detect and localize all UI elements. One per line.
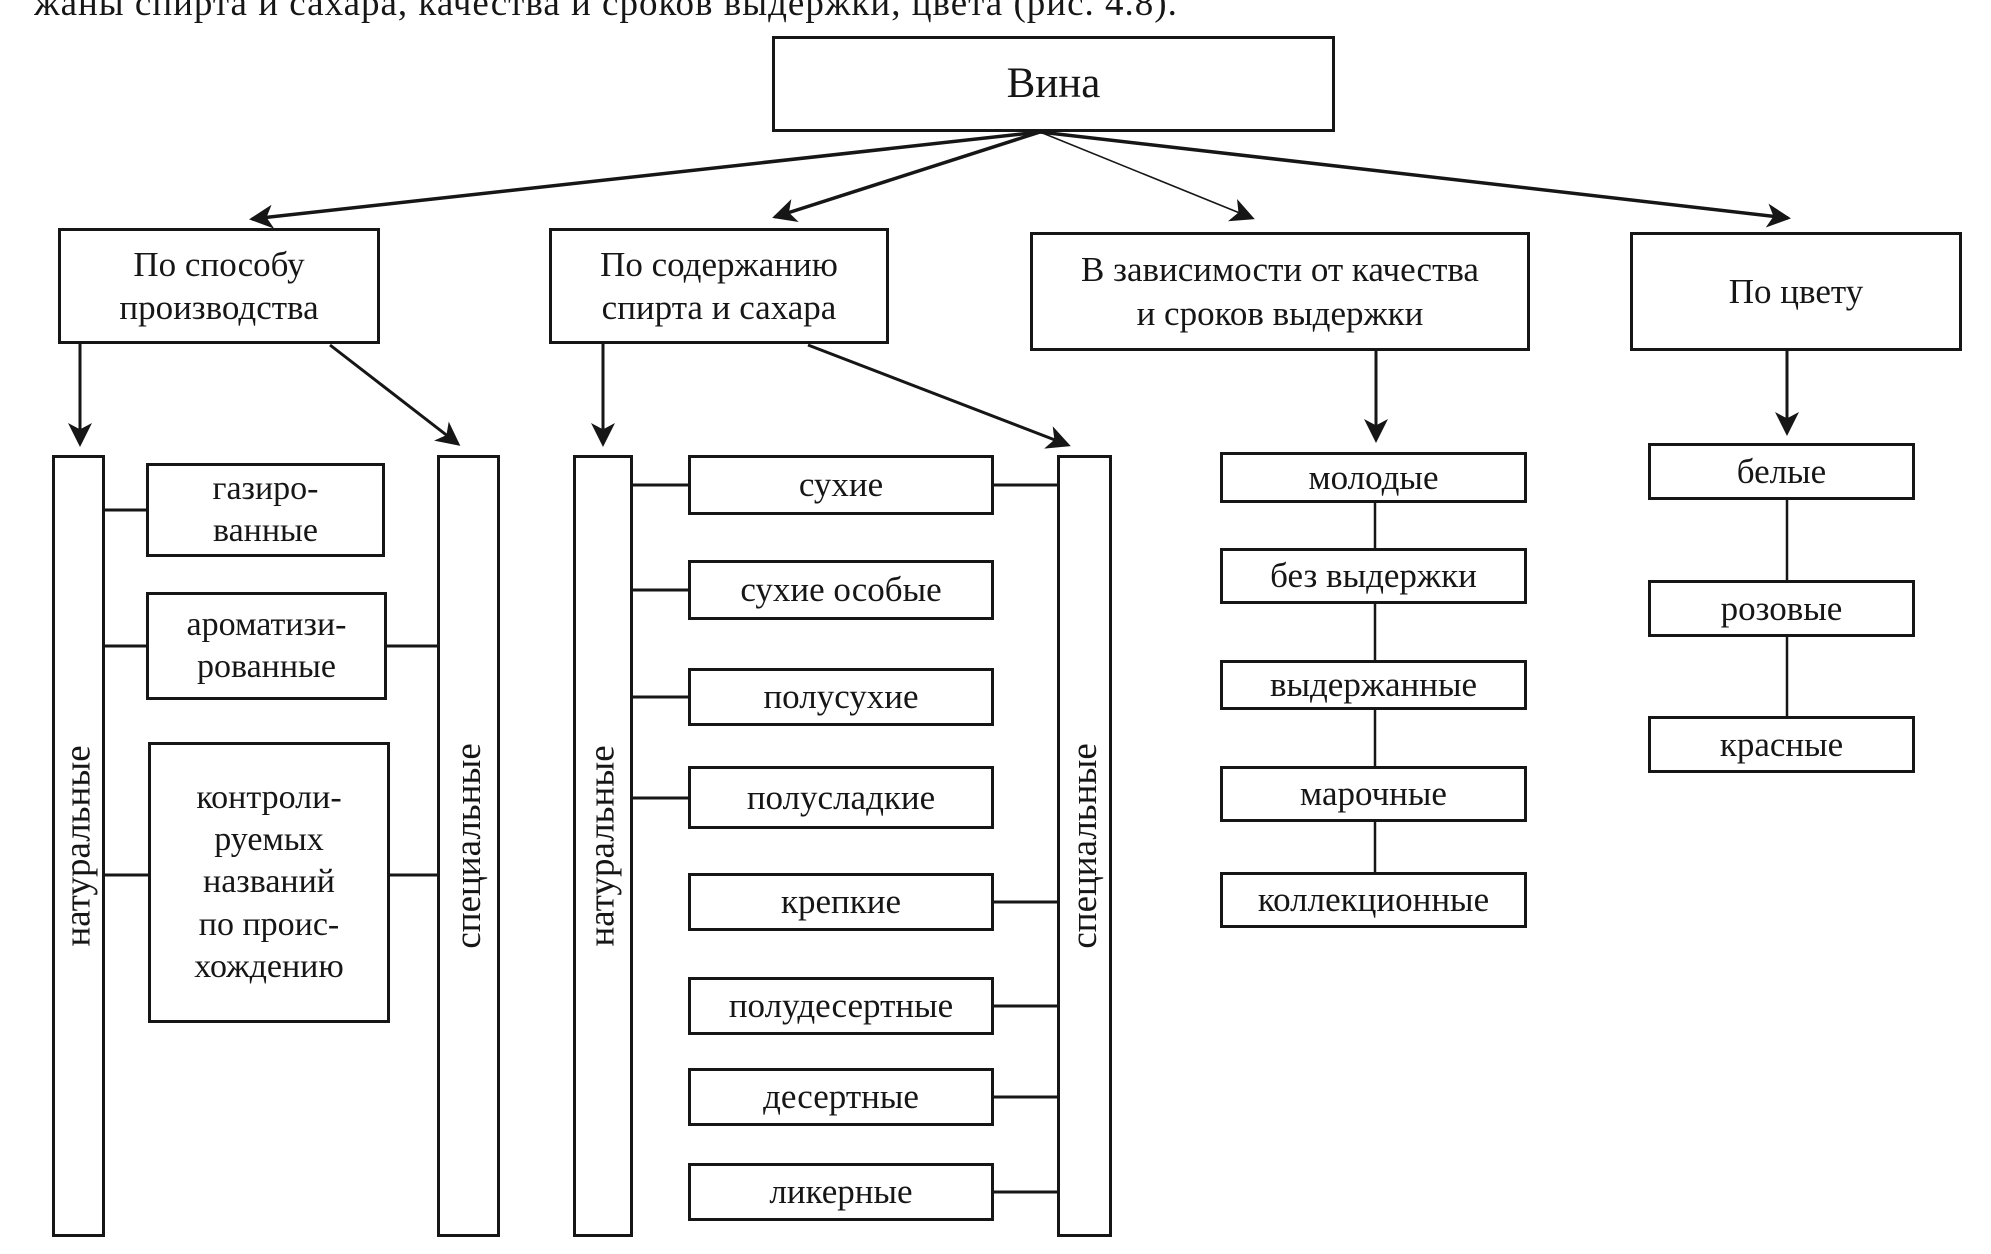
node-likernye-label: ликерные <box>769 1172 913 1212</box>
header-color: По цвету <box>1630 232 1962 351</box>
node-suhie-osobye-label: сухие особые <box>740 570 942 610</box>
node-rozovye: розовые <box>1648 580 1915 637</box>
header-color-label: По цвету <box>1728 271 1864 311</box>
node-vyderzhannye-label: выдержанные <box>1269 665 1478 705</box>
node-aromatizirovannye: ароматизи- рованные <box>146 592 387 700</box>
node-kollekcionnye: коллекционные <box>1220 872 1527 928</box>
node-vina: Вина <box>772 36 1335 132</box>
node-desertnye-label: десертные <box>763 1077 919 1117</box>
bar-special-2-label: специальные <box>1063 743 1105 949</box>
node-kollekcionnye-label: коллекционные <box>1257 880 1490 920</box>
bar-natural-2: натуральные <box>573 455 633 1237</box>
node-marochnye: марочные <box>1220 766 1527 822</box>
node-molodye: молодые <box>1220 452 1527 503</box>
node-aromatizirovannye-label: ароматизи- рованные <box>186 605 347 685</box>
bar-special-1-label: специальные <box>447 743 489 949</box>
node-suhie: сухие <box>688 455 994 515</box>
bar-special-1: специальные <box>437 455 500 1237</box>
node-vina-label: Вина <box>1006 60 1101 108</box>
node-vyderzhannye: выдержанные <box>1220 660 1527 710</box>
header-alcohol-sugar-label: По содержанию спирта и сахара <box>600 244 838 327</box>
bar-natural-1: натуральные <box>52 455 105 1237</box>
header-arrows <box>68 343 1799 449</box>
node-belye-label: белые <box>1736 451 1827 491</box>
header-production-method-label: По способу производства <box>119 244 319 327</box>
node-molodye-label: молодые <box>1308 457 1439 497</box>
node-belye: белые <box>1648 443 1915 500</box>
root-fan-arrows <box>249 130 1791 229</box>
node-rozovye-label: розовые <box>1720 588 1843 628</box>
node-kontroliruemyh-nazvaniy: контроли- руемых названий по проис- хожд… <box>148 742 390 1023</box>
node-polusladkie-label: полусладкие <box>746 777 936 817</box>
header-alcohol-sugar-content: По содержанию спирта и сахара <box>549 228 889 344</box>
node-krasnye-label: красные <box>1719 724 1844 764</box>
node-likernye: ликерные <box>688 1163 994 1221</box>
bar-natural-2-label: натуральные <box>582 745 624 947</box>
node-krepkie-label: крепкие <box>780 882 902 922</box>
intro-text: жаны спирта и сахара, качества и сроков … <box>34 0 1178 24</box>
header-quality-aging-label: В зависимости от качества и сроков выдер… <box>1081 250 1479 333</box>
node-bez-vyderzhki-label: без выдержки <box>1270 556 1477 596</box>
group2-stubs <box>633 483 1057 1194</box>
node-poludesertnye: полудесертные <box>688 977 994 1035</box>
header-production-method: По способу производства <box>58 228 380 344</box>
node-gazirovannye-label: газиро- ванные <box>212 469 319 549</box>
group1-stubs <box>105 508 437 877</box>
node-polusuhie-label: полусухие <box>763 677 919 717</box>
node-krasnye: красные <box>1648 716 1915 773</box>
bar-natural-1-label: натуральные <box>57 745 99 947</box>
node-kontroliruemyh-label: контроли- руемых названий по проис- хожд… <box>194 779 344 985</box>
bar-special-2: специальные <box>1057 455 1112 1237</box>
intro-text-truncated: жаны спирта и сахара, качества и сроков … <box>34 0 1534 24</box>
node-suhie-label: сухие <box>798 465 884 505</box>
node-gazirovannye: газиро- ванные <box>146 463 385 557</box>
node-suhie-osobye: сухие особые <box>688 560 994 620</box>
node-bez-vyderzhki: без выдержки <box>1220 548 1527 604</box>
node-polusladkie: полусладкие <box>688 766 994 829</box>
node-polusuhie: полусухие <box>688 668 994 726</box>
node-desertnye: десертные <box>688 1068 994 1126</box>
node-krepkie: крепкие <box>688 873 994 931</box>
node-marochnye-label: марочные <box>1300 774 1447 814</box>
node-poludesertnye-label: полудесертные <box>728 986 954 1026</box>
header-quality-aging: В зависимости от качества и сроков выдер… <box>1030 232 1530 351</box>
